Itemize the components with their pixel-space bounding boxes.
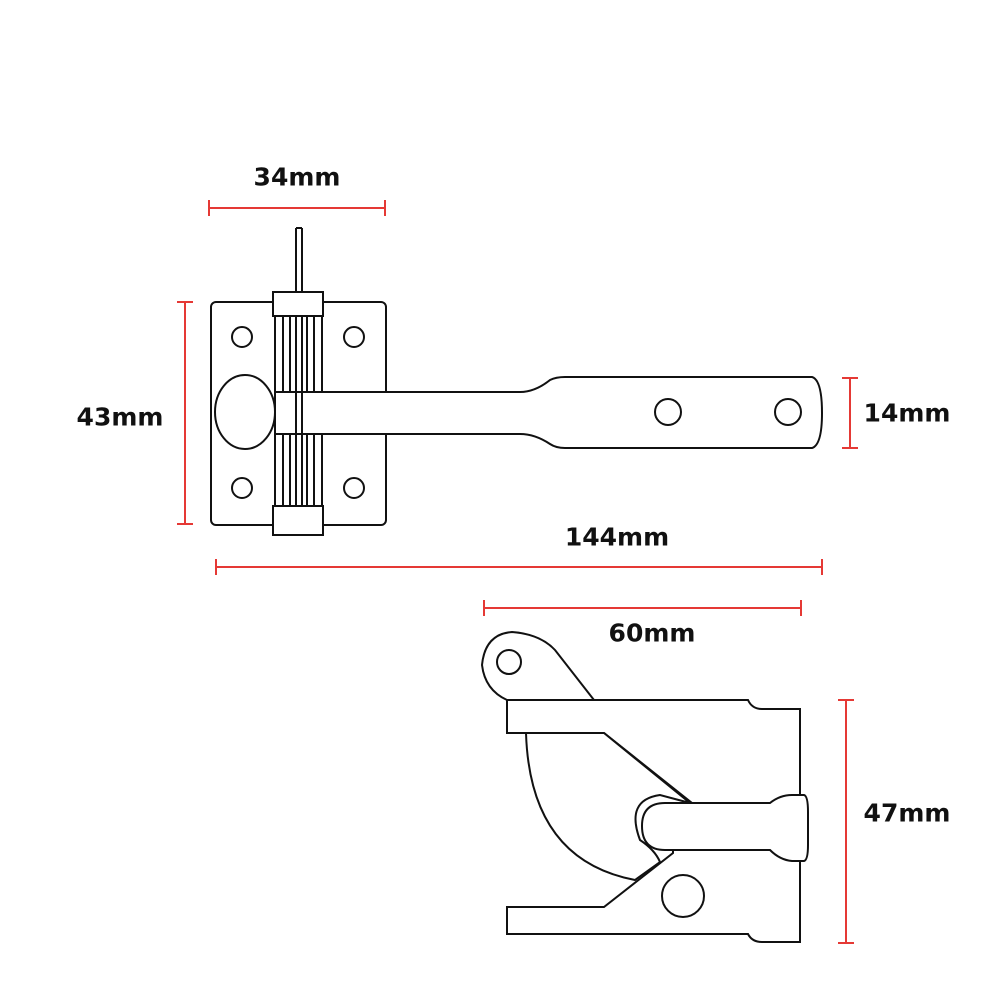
catch-drawing (480, 630, 809, 943)
bar-hole (654, 398, 682, 426)
bar-hole (774, 398, 802, 426)
latch-drawing (210, 227, 824, 536)
label-34mm: 34mm (253, 162, 341, 192)
label-60mm: 60mm (608, 618, 696, 648)
catch-wedge (524, 732, 691, 882)
knob (214, 374, 276, 450)
dim-line-47mm (838, 699, 854, 944)
screw-hole (231, 326, 253, 348)
latch-bar (274, 376, 824, 449)
dim-line-43mm (177, 301, 193, 525)
ear-hole (496, 649, 522, 675)
catch-ear (480, 630, 597, 701)
outline-stroke (295, 391, 303, 435)
screw-hole (343, 477, 365, 499)
dim-line-60mm (483, 600, 802, 616)
hinge-cap-top (272, 291, 324, 317)
catch-body (506, 699, 801, 943)
dim-line-14mm (842, 377, 858, 449)
label-43mm: 43mm (76, 402, 164, 432)
catch-hole (661, 874, 705, 918)
dimension-lines (177, 200, 858, 944)
catch-bolt (640, 794, 809, 862)
label-14mm: 14mm (863, 398, 951, 428)
dim-line-144mm (215, 559, 823, 575)
hinge-cap-bottom (272, 505, 324, 536)
screw-hole (231, 477, 253, 499)
dim-line-34mm (208, 200, 386, 216)
label-47mm: 47mm (863, 798, 951, 828)
label-144mm: 144mm (564, 522, 670, 552)
screw-hole (343, 326, 365, 348)
